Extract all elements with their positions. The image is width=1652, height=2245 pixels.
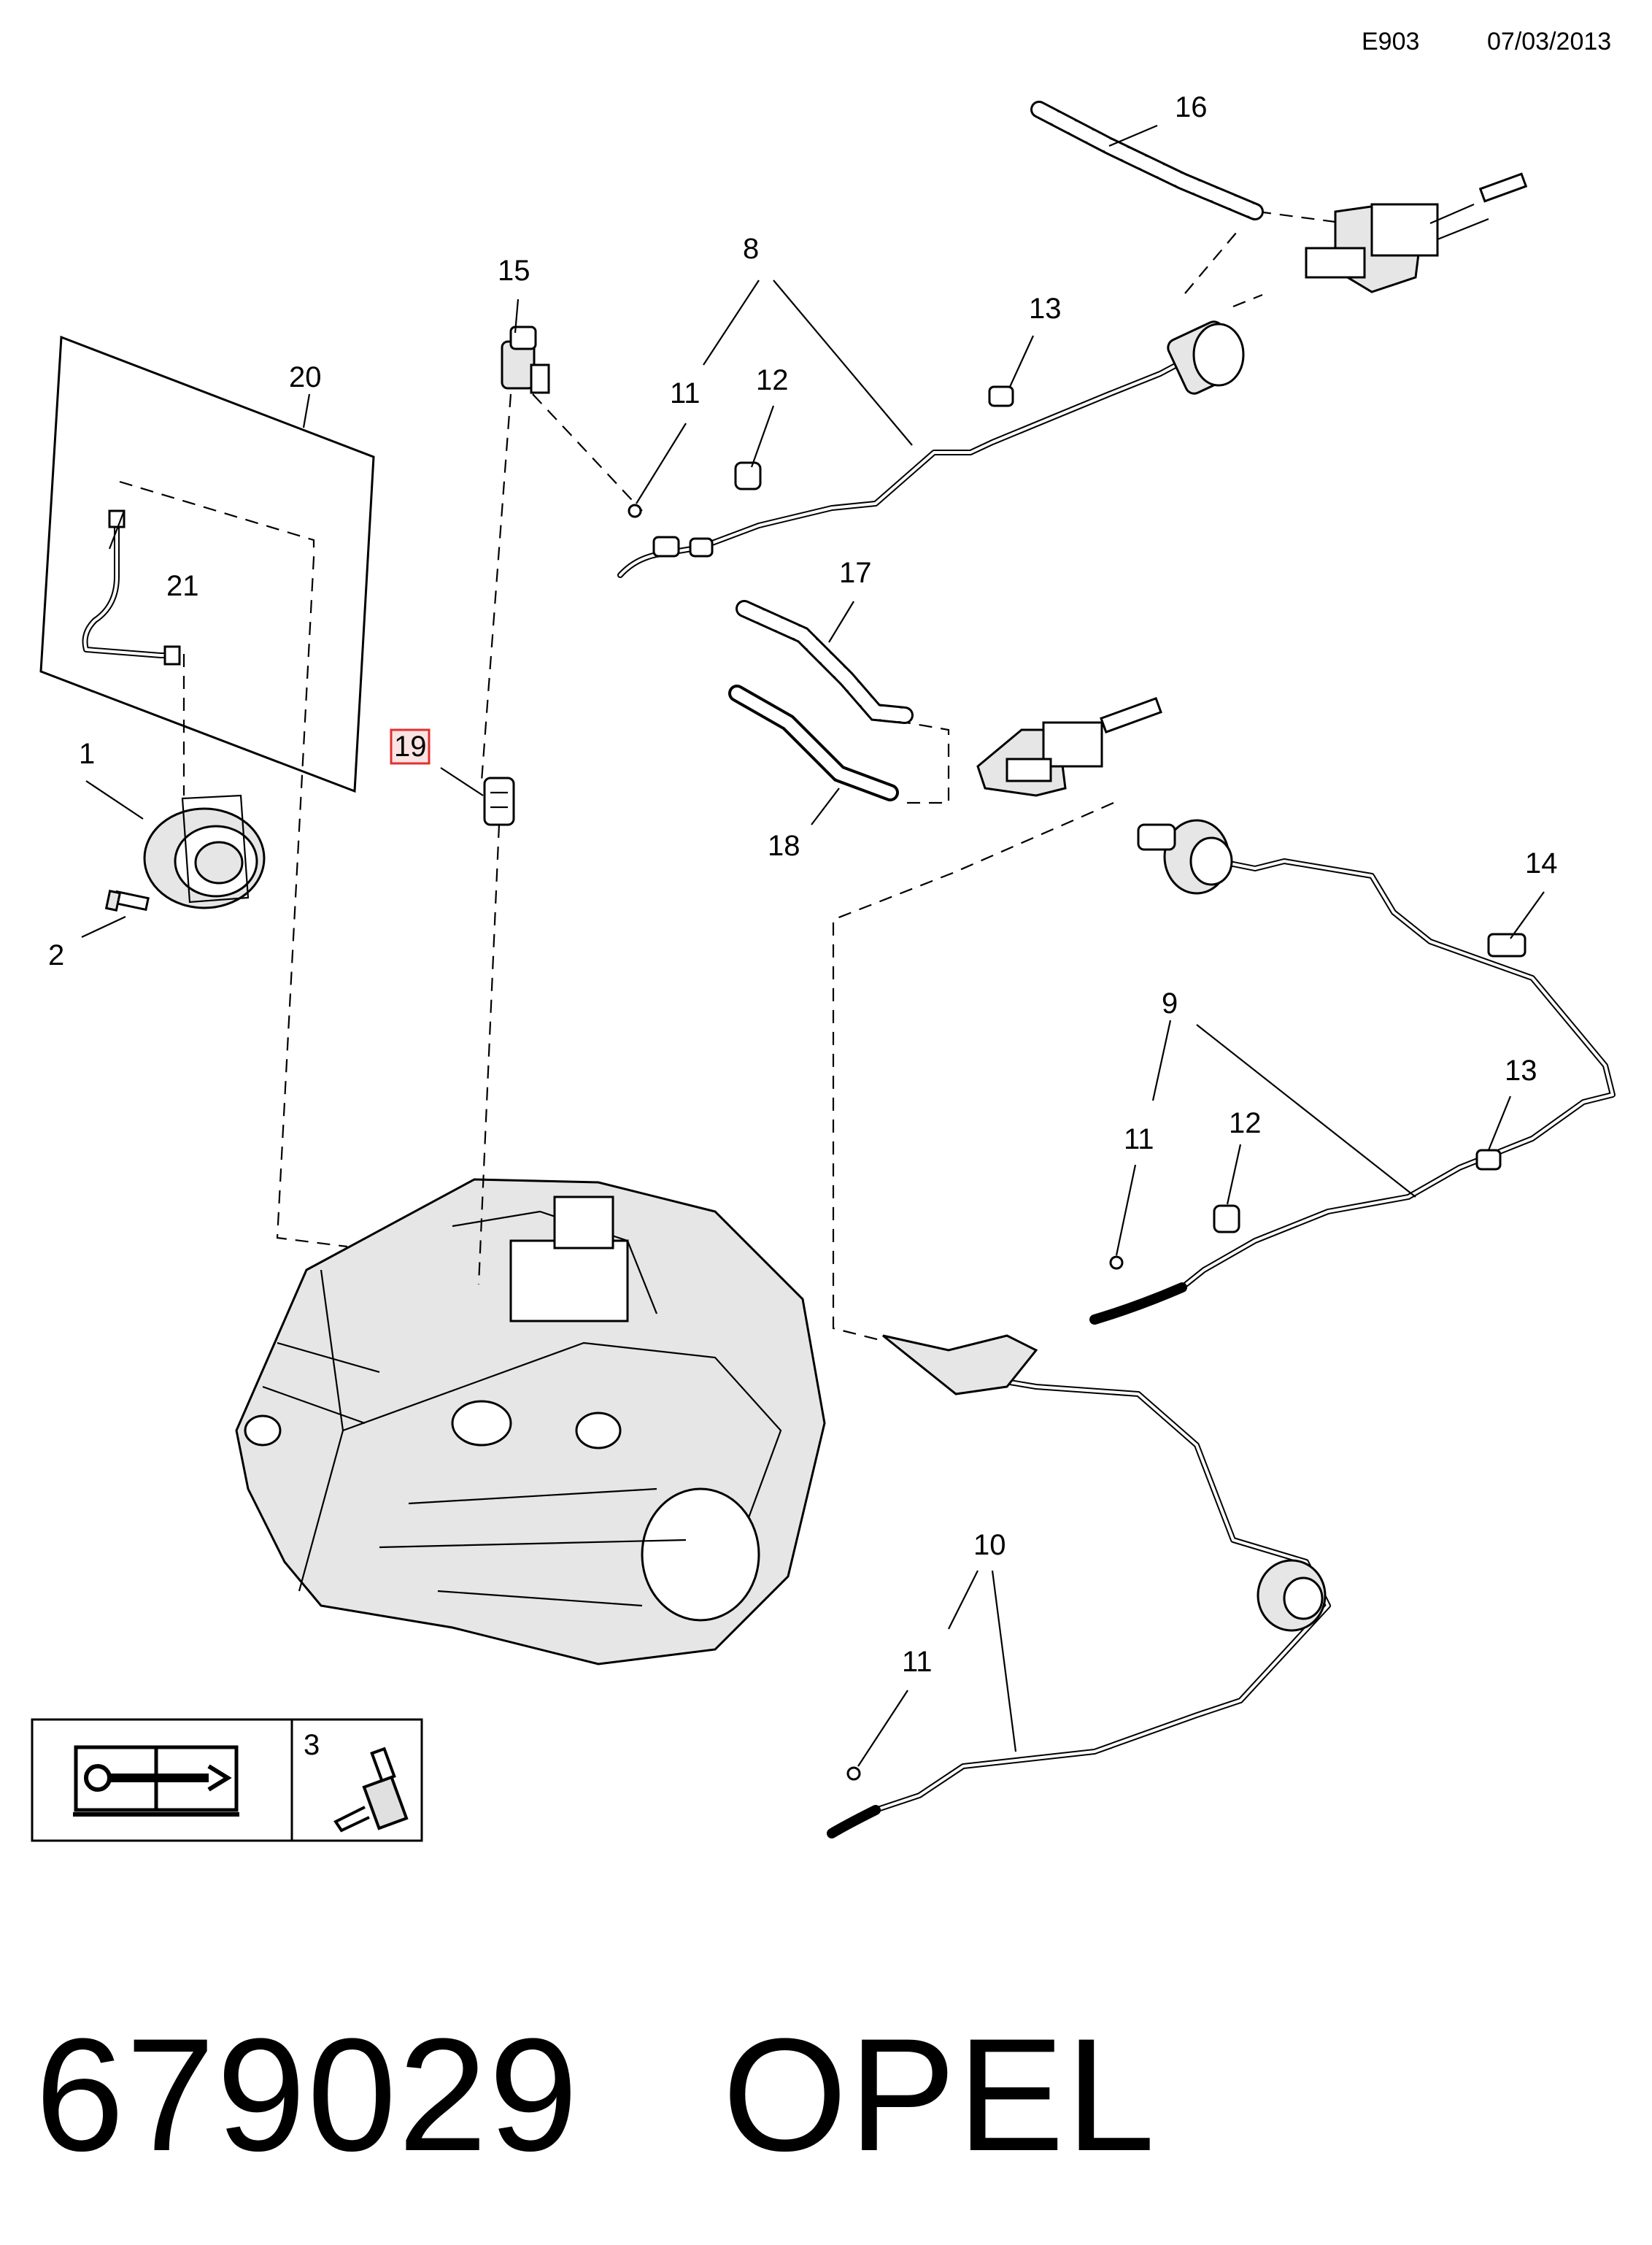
- callout-14: 14: [1525, 847, 1558, 879]
- legend-item-3: 3: [304, 1729, 320, 1761]
- diagram-date: 07/03/2013: [1487, 28, 1611, 55]
- master-cylinder-upper: [1305, 172, 1528, 293]
- callout-11-middle: 11: [1124, 1123, 1154, 1155]
- leader-lines: [81, 124, 1545, 1767]
- manual-wrench-icon: [73, 1745, 239, 1817]
- part-13-clip-a: [988, 385, 1014, 407]
- callout-12-upper: 12: [756, 364, 789, 396]
- transmission-housing: [235, 1178, 826, 1666]
- legend-box: 3: [31, 1718, 423, 1842]
- part-9-pipe: [1089, 854, 1616, 1325]
- callout-labels: 8 16 15 13 12 11 20 21 17 19 1 18 14 2 9…: [48, 91, 1558, 1678]
- footer-part-code: 679029: [35, 2005, 580, 2184]
- callout-20: 20: [289, 361, 322, 393]
- callout-13-lower: 13: [1505, 1055, 1537, 1087]
- part-10-pipe: [827, 1376, 1331, 1838]
- part-15-fitting: [501, 326, 550, 394]
- part-12-clip-a: [734, 461, 762, 490]
- callout-9: 9: [1162, 987, 1178, 1020]
- part-2-bolt: [104, 890, 150, 912]
- callout-19: 19: [394, 731, 427, 763]
- part-8-connector: [1167, 320, 1245, 395]
- part-16-hose: [1030, 101, 1264, 220]
- callout-2: 2: [48, 939, 64, 971]
- callout-21: 21: [166, 570, 199, 602]
- callout-11-lower: 11: [902, 1646, 933, 1678]
- part-12-clip-b: [1213, 1204, 1240, 1233]
- callout-1: 1: [79, 738, 95, 770]
- part-8-pipe: [617, 359, 1185, 578]
- part-11-fitting-c: [846, 1766, 861, 1781]
- part-13-clip-b: [1475, 1149, 1502, 1171]
- callout-15: 15: [498, 255, 530, 287]
- part-1-release-bearing: [143, 794, 266, 909]
- callout-12-lower: 12: [1229, 1107, 1262, 1139]
- part-17-hose: [736, 600, 914, 724]
- callout-18: 18: [768, 830, 800, 862]
- footer-brand: OPEL: [722, 2005, 1157, 2184]
- callout-13-upper: 13: [1029, 293, 1062, 325]
- part-21-pipe: [82, 509, 181, 666]
- highlight-box-19: [390, 728, 431, 765]
- part-14-clip: [1487, 933, 1526, 958]
- callout-16: 16: [1175, 91, 1208, 123]
- master-cylinder-lower: [976, 696, 1162, 797]
- part-20-panel: [39, 335, 375, 793]
- part-11-fitting-a: [628, 504, 642, 518]
- part-9-connector: [1137, 819, 1233, 895]
- diagram-code: E903: [1362, 28, 1419, 55]
- part-19-clip: [483, 777, 515, 826]
- callout-11-upper: 11: [670, 377, 700, 409]
- part-18-hose: [728, 685, 899, 801]
- callout-17: 17: [839, 557, 872, 589]
- callout-8: 8: [743, 233, 759, 265]
- callout-10: 10: [973, 1529, 1006, 1561]
- assembly-dashed-lines: [119, 210, 1336, 1341]
- part-11-fitting-b: [1109, 1255, 1124, 1270]
- part-10-connector: [882, 1334, 1327, 1632]
- adhesive-bottle-icon: [333, 1747, 409, 1833]
